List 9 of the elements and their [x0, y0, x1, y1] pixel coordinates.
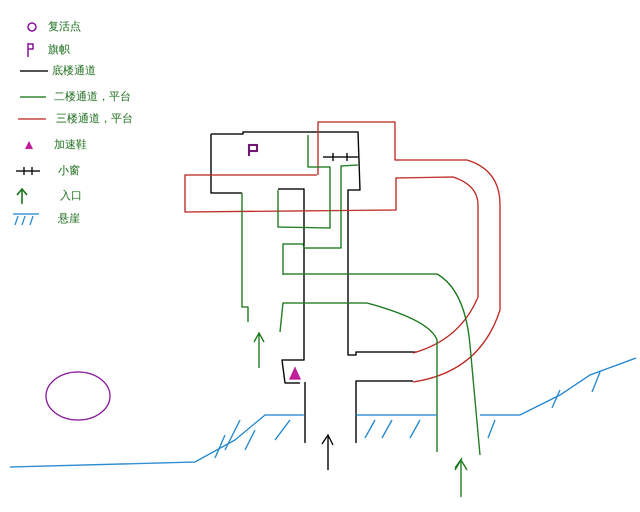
legend-label: 加速鞋	[54, 137, 87, 153]
legend-label: 复活点	[48, 19, 81, 35]
legend-label: 小窗	[58, 163, 80, 179]
legend-label: 入口	[60, 188, 82, 204]
legend-label: 旗帜	[48, 42, 70, 58]
legend-label: 悬崖	[58, 211, 80, 227]
legend-label: 三楼通道，平台	[56, 111, 133, 127]
legend-label: 底楼通道	[52, 63, 96, 79]
legend-label: 二楼通道，平台	[54, 89, 131, 105]
